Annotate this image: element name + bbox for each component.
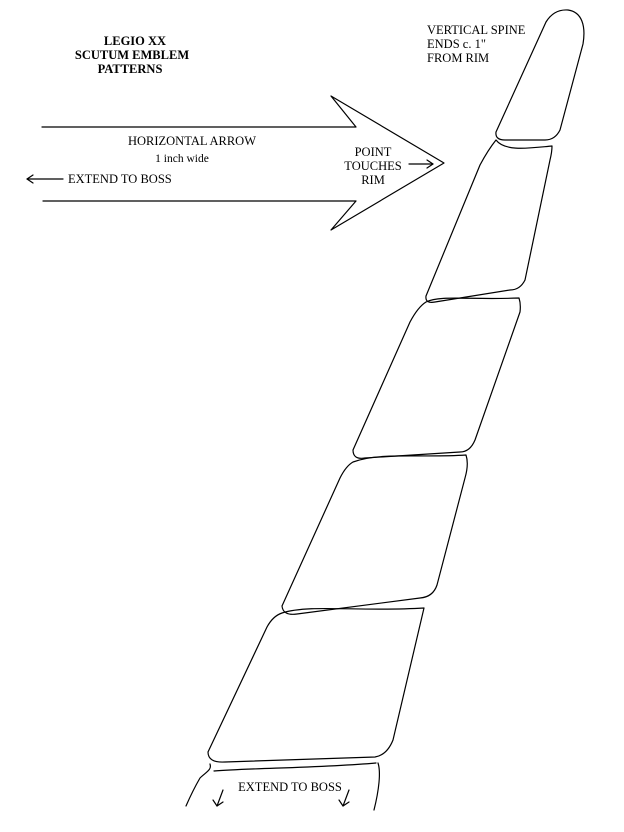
- spine-segment-4: [281, 454, 468, 615]
- point-label-line-1: POINT: [355, 145, 392, 159]
- title-line-3: PATTERNS: [98, 62, 163, 76]
- vertical-spine: EXTEND TO BOSS VERTICAL SPINE ENDS c. 1"…: [185, 9, 585, 811]
- spine-bottom-left-edge: [185, 763, 211, 807]
- extend-arrow-left-head: [26, 174, 34, 184]
- arrow-outline: [41, 95, 445, 231]
- title-block: LEGIO XX SCUTUM EMBLEM PATTERNS: [75, 34, 189, 76]
- spine-label-line-2: ENDS c. 1": [427, 37, 486, 51]
- point-label-line-3: RIM: [361, 173, 385, 187]
- spine-label-line-1: VERTICAL SPINE: [427, 23, 526, 37]
- point-label-line-2: TOUCHES: [344, 159, 401, 173]
- spine-label-line-3: FROM RIM: [427, 51, 489, 65]
- point-arrow-head: [426, 159, 434, 169]
- arrow-width-label: 1 inch wide: [155, 153, 209, 165]
- spine-segment-1: [495, 9, 585, 141]
- spine-bottom-right-edge: [373, 762, 380, 811]
- spine-bottom-top-curve: [213, 762, 377, 772]
- title-line-1: LEGIO XX: [104, 34, 166, 48]
- spine-segment-5: [207, 607, 425, 763]
- spine-segment-2: [425, 139, 553, 303]
- spine-extend-arrow-left-head: [212, 799, 224, 807]
- spine-extend-arrow-right-head: [338, 799, 350, 807]
- spine-extend-arrow-left-line: [216, 789, 224, 807]
- arrow-extend-label: EXTEND TO BOSS: [68, 172, 172, 186]
- spine-extend-arrow-right-line: [342, 789, 350, 807]
- horizontal-arrow: HORIZONTAL ARROW 1 inch wide EXTEND TO B…: [26, 95, 445, 231]
- title-line-2: SCUTUM EMBLEM: [75, 48, 189, 62]
- spine-segment-3: [352, 297, 521, 459]
- arrow-name-label: HORIZONTAL ARROW: [128, 134, 256, 148]
- spine-extend-label: EXTEND TO BOSS: [238, 780, 342, 794]
